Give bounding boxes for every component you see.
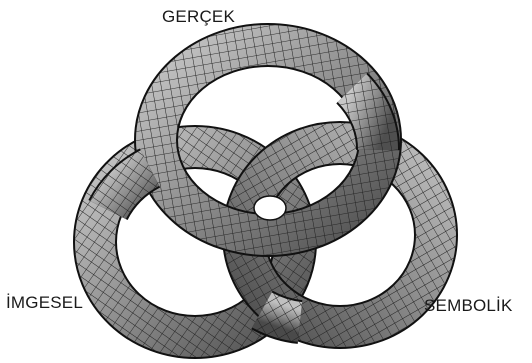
label-symbolic: SEMBOLİK xyxy=(424,297,513,314)
label-imaginary: İMGESEL xyxy=(6,294,83,311)
center-gap xyxy=(254,196,286,220)
label-real: GERÇEK xyxy=(162,8,235,25)
